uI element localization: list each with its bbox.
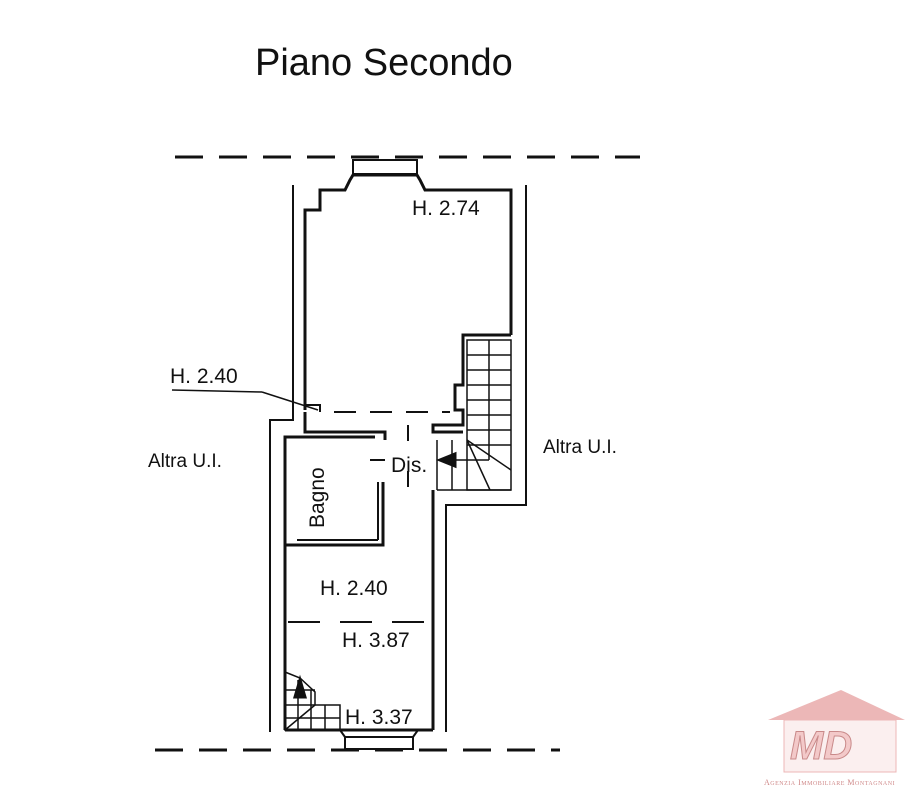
top-window xyxy=(352,159,418,175)
stair-arrow xyxy=(435,451,457,469)
bathroom-label: Bagno xyxy=(306,467,329,528)
height-label-upper: H. 2.74 xyxy=(412,197,480,220)
height-label-lower-a: H. 3.87 xyxy=(342,629,410,652)
leader-line xyxy=(171,389,263,393)
logo-initials: MD xyxy=(789,724,853,769)
bottom-window xyxy=(344,736,414,750)
staircase-upper xyxy=(436,339,512,491)
height-label-landing: H. 2.40 xyxy=(170,365,238,388)
right-unit-label: Altra U.I. xyxy=(543,437,617,458)
height-label-middle: H. 2.40 xyxy=(320,577,388,600)
stair-arrow-lower xyxy=(292,674,308,699)
height-label-lower-b: H. 3.37 xyxy=(345,706,413,729)
left-unit-label: Altra U.I. xyxy=(148,451,222,472)
upper-room-wall xyxy=(303,173,513,410)
staircase-lower xyxy=(284,671,341,731)
bathroom-wall xyxy=(283,435,385,547)
hall-label: Dis. xyxy=(391,454,428,477)
logo-agency-name: Agenzia Immobiliare Montagnani xyxy=(764,778,896,787)
agency-logo xyxy=(768,690,905,773)
page-title: Piano Secondo xyxy=(255,42,513,84)
